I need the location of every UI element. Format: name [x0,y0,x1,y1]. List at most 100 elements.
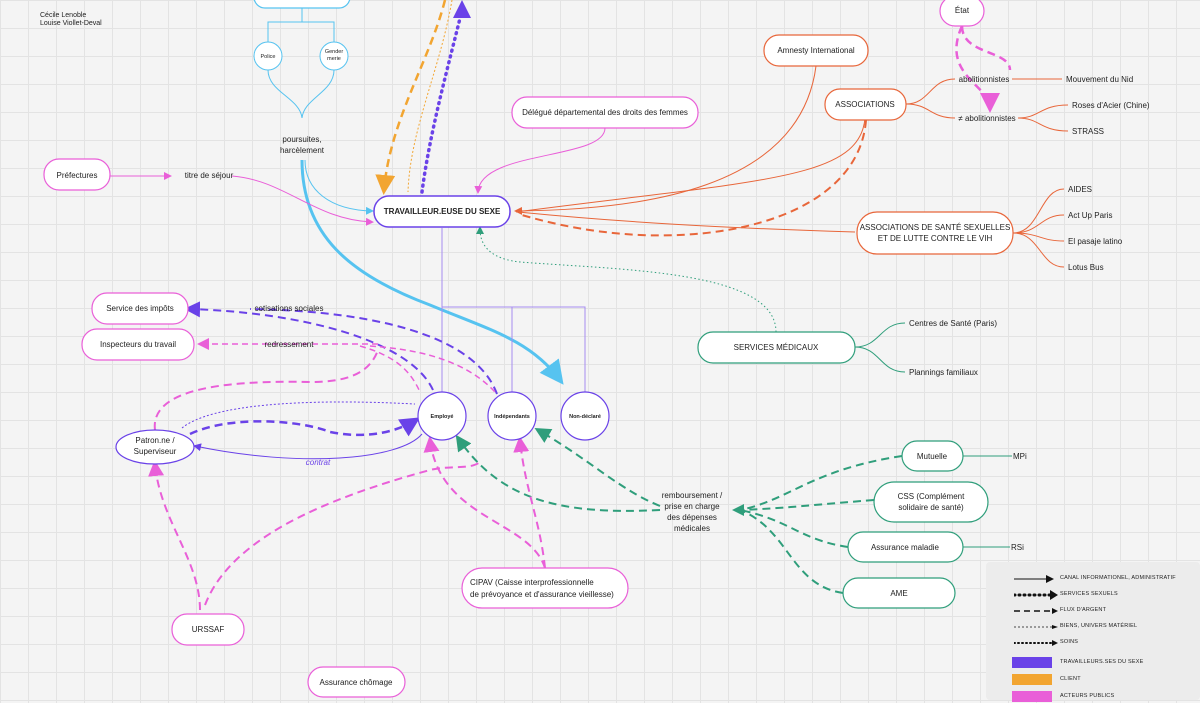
svg-text:prise en charge: prise en charge [664,502,720,511]
delegue-label: Délégué départemental des droits des fem… [522,108,688,117]
edge-delegue-central [474,127,606,194]
edge-employe-impots [184,301,434,391]
titre-sejour-label: titre de séjour [185,171,234,180]
node-assurance-chomage[interactable]: Assurance chômage [307,666,406,698]
node-etat[interactable]: État [939,0,985,27]
legend-row-services: SERVICES SEXUELS [986,589,1200,601]
node-urssaf[interactable]: URSSAF [171,613,245,646]
edge-remb-employe [455,434,661,512]
edge-patron-loop [153,349,379,431]
legend-label-services: SERVICES SEXUELS [1060,591,1118,597]
prefectures-label: Préfectures [57,171,98,180]
poursuites-label-2: harcèlement [280,146,325,155]
node-assurance-maladie[interactable]: Assurance maladie [847,531,964,563]
legend-label-client: CLIENT [1060,676,1081,682]
node-css[interactable]: CSS (Complément solidaire de santé) [873,481,989,523]
legend-label-tds: TRAVAILLEURS.SES DU SEXE [1060,659,1144,665]
strass-label: STRASS [1072,127,1104,136]
legend-label-public: ACTEURS PUBLICS [1060,693,1115,699]
node-employe[interactable]: Employé [417,391,467,441]
edge-redress-employe [359,345,421,393]
edge-assocsante-central [517,211,856,233]
edge-assoc-branches [905,78,1069,132]
edge-sexual-services-head [453,0,471,18]
node-delegue[interactable]: Délégué départemental des droits des fem… [511,96,699,129]
legend-label-argent: FLUX D'ARGENT [1060,607,1107,613]
associations-label: ASSOCIATIONS [835,100,894,109]
pasaje-label: El pasaje latino [1068,237,1123,246]
edge-assoc-central-dashed [517,119,867,237]
node-impots[interactable]: Service des impôts [91,292,189,325]
author-1: Cécile Lenoble [40,12,87,19]
edge-redress-indep [369,345,496,393]
node-police[interactable]: Police [253,41,283,71]
node-prefectures[interactable]: Préfectures [43,158,111,191]
mpi-label: MPi [1013,452,1027,461]
edge-central-structure [441,228,586,394]
legend-row-client: CLIENT [986,674,1200,686]
inspecteurs-label: Inspecteurs du travail [100,340,176,349]
act-up-label: Act Up Paris [1068,211,1112,220]
edge-assoc-central [515,117,866,213]
edge-police-nondeclare [300,159,564,385]
abolitionnistes-label: abolitionnistes [959,75,1010,84]
edge-cipav-indep [513,436,546,569]
svg-text:des dépenses: des dépenses [667,513,717,522]
cipav-label-1: CIPAV (Caisse interprofessionnelle [470,578,594,587]
edge-patron-employe-money [189,417,421,437]
legend-row-argent: FLUX D'ARGENT [986,605,1200,617]
nodes: Police Gender merie poursuites, harcèlem… [43,0,1150,698]
assoc-sante-label-2: ET DE LUTTE CONTRE LE VIH [878,234,993,243]
edge-assocsante-branches [1012,188,1065,268]
edge-remb-indep [534,428,661,507]
node-services-medicaux[interactable]: SERVICES MÉDICAUX [697,331,856,364]
css-label-2: solidaire de santé) [898,503,964,512]
impots-label: Service des impôts [106,304,174,313]
css-label-1: CSS (Complément [898,492,965,501]
assoc-sante-label-1: ASSOCIATIONS DE SANTÉ SEXUELLES [860,223,1011,232]
node-assoc-sante[interactable]: ASSOCIATIONS DE SANTÉ SEXUELLES ET DE LU… [856,211,1014,255]
node-non-declare[interactable]: Non-déclaré [560,391,610,441]
legend: CANAL INFORMATIONEL, ADMINISTRATIF SERVI… [986,562,1200,702]
urssaf-label: URSSAF [192,625,225,634]
node-gendarmerie[interactable]: Gender merie [319,41,349,71]
police-label: Police [261,54,276,60]
edge-urssaf-patron [148,460,201,611]
patron-label-1: Patron.ne / [135,436,175,445]
node-central[interactable]: TRAVAILLEUR.EUSE DU SEXE [373,195,511,228]
legend-row-canal: CANAL INFORMATIONEL, ADMINISTRATIF [986,573,1200,585]
edge-indep-impots [249,308,498,395]
roses-acier-label: Roses d'Acier (Chine) [1072,101,1150,110]
edge-poursuites-central [304,159,374,215]
svg-text:médicales: médicales [674,524,710,533]
central-label: TRAVAILLEUR.EUSE DU SEXE [384,207,501,216]
assurance-chomage-label: Assurance chômage [320,678,393,687]
node-patron[interactable]: Patron.ne / Superviseur [115,429,195,465]
node-ame[interactable]: AME [842,577,956,609]
edges [110,0,1069,611]
patron-label-2: Superviseur [134,447,177,456]
cotisations-label: cotisations sociales [255,304,324,313]
non-abolitionnistes-label: ≠ abolitionnistes [958,114,1015,123]
top-blue-node [253,0,351,9]
node-mutuelle[interactable]: Mutuelle [901,440,964,472]
node-cipav[interactable]: CIPAV (Caisse interprofessionnelle de pr… [461,567,629,609]
lotus-label: Lotus Bus [1068,263,1104,272]
node-inspecteurs[interactable]: Inspecteurs du travail [81,328,195,361]
authors: Cécile Lenoble Louise Viollet-Deval [40,12,102,28]
node-amnesty[interactable]: Amnesty International [763,34,869,67]
edge-urssaf-employe [204,461,481,606]
employe-label: Employé [431,414,454,420]
remboursement-label: remboursement / prise en charge des dépe… [662,491,723,533]
mouvement-nid-label: Mouvement du Nid [1066,75,1133,84]
edge-remb-head [732,504,744,516]
edge-client-goods [407,0,453,193]
aides-label: AIDES [1068,185,1092,194]
gendarmerie-label-2: merie [327,56,341,62]
legend-swatch-tds [1012,657,1052,668]
etat-label: État [955,6,970,15]
node-independants[interactable]: Indépendants [487,391,537,441]
edge-police-poursuites [267,69,335,119]
node-associations[interactable]: ASSOCIATIONS [824,88,907,121]
